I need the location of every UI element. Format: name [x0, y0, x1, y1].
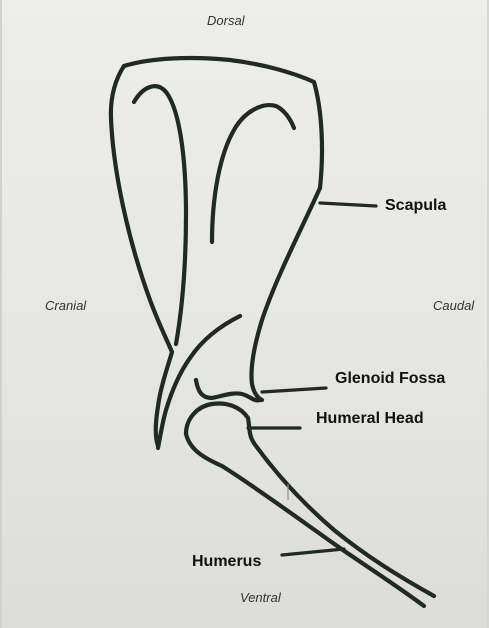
humeral-head-label: Humeral Head — [316, 410, 424, 428]
scapular-spine — [134, 86, 186, 344]
humerus-leader-line — [282, 549, 344, 555]
scapula-label: Scapula — [385, 197, 446, 215]
orientation-dorsal: Dorsal — [207, 13, 245, 28]
scapula-caudal-border — [251, 188, 320, 400]
humerus-cranial-edge — [186, 434, 424, 606]
humeral-head — [186, 404, 248, 434]
scapula-inner-ridge — [212, 105, 294, 242]
scapula-outline — [111, 66, 172, 446]
glenoid-fossa-leader-line — [262, 388, 326, 392]
glenoid-fossa-label: Glenoid Fossa — [335, 370, 445, 388]
orientation-cranial: Cranial — [45, 298, 86, 313]
scapula-leader-line — [320, 203, 376, 206]
humerus-caudal-edge — [248, 418, 434, 596]
orientation-caudal: Caudal — [433, 298, 474, 313]
orientation-ventral: Ventral — [240, 590, 281, 605]
humerus-label: Humerus — [192, 553, 261, 571]
acromion-line — [158, 316, 240, 448]
